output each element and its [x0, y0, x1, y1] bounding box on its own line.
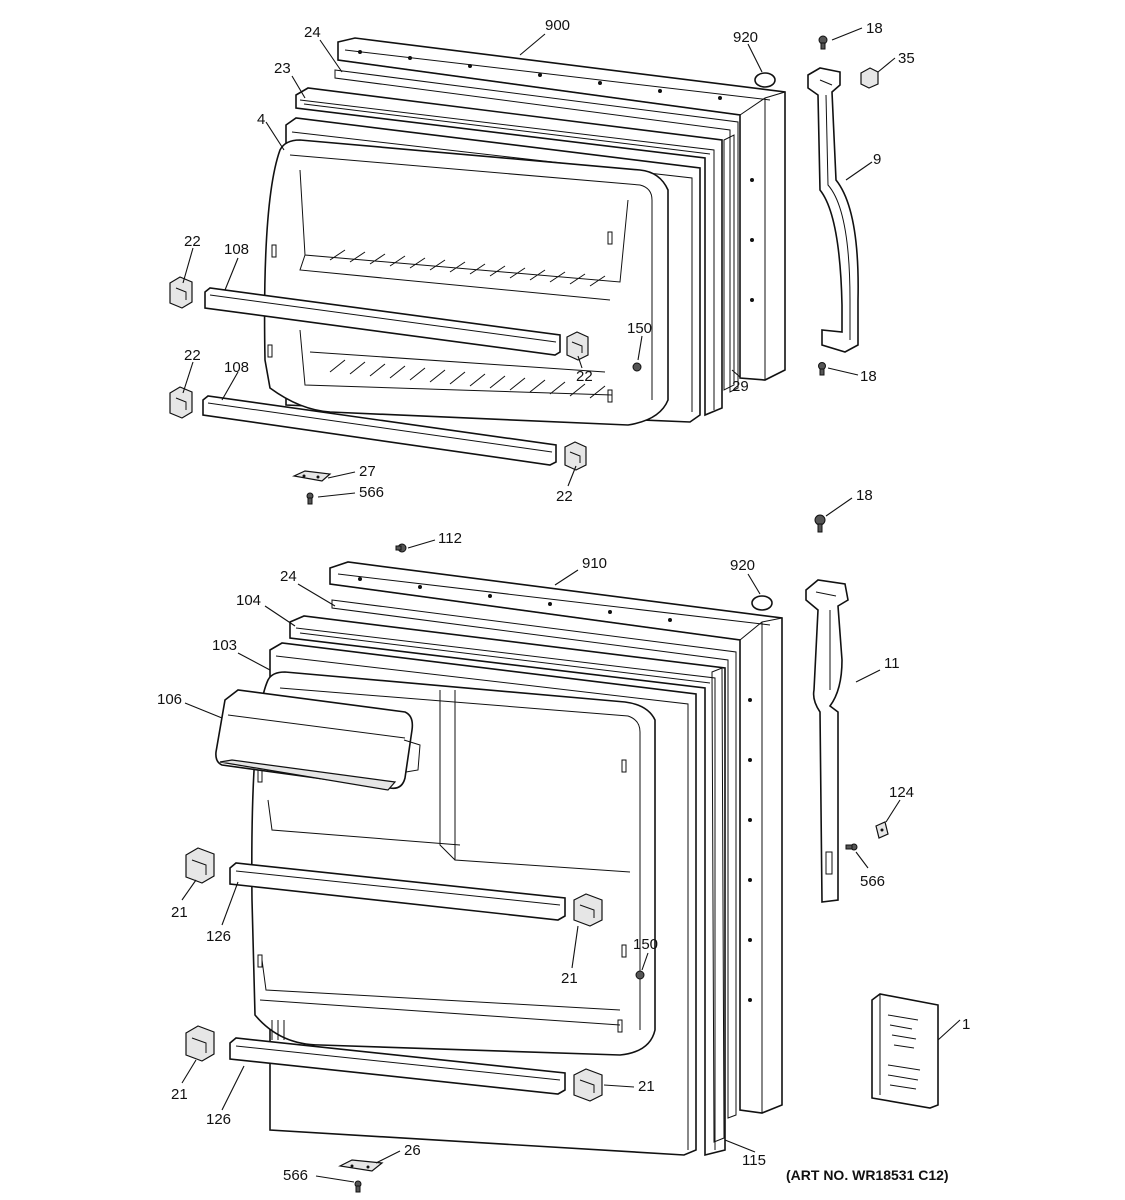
fresh-food-door-handle-11 — [805, 579, 849, 903]
fresh-food-shelf-bar-lower — [229, 1037, 566, 1095]
fresh-food-door-gasket-104 — [289, 615, 726, 1157]
callout-labels: 900 24 920 18 35 23 4 9 22 108 150 22 22… — [157, 17, 970, 1184]
fresh-food-gasket-strip-115 — [711, 667, 725, 1143]
callout-1: 1 — [962, 1016, 970, 1033]
callout-910: 910 — [582, 555, 607, 572]
bar-end-cap-22-left-upper — [169, 276, 193, 309]
callout-103: 103 — [212, 637, 237, 654]
fresh-food-door-assembly — [185, 514, 939, 1193]
bar-end-cap-21-left-lower — [185, 1025, 215, 1062]
callout-126-lower: 126 — [206, 1111, 231, 1128]
callout-22-right-upper: 22 — [576, 368, 593, 385]
callout-566-lower: 566 — [283, 1167, 308, 1184]
callout-124: 124 — [889, 784, 914, 801]
bar-end-cap-21-left-upper — [185, 847, 215, 884]
hinge-plate-27 — [291, 470, 332, 482]
clip-124 — [875, 821, 889, 839]
callout-150-lower: 150 — [633, 936, 658, 953]
screw-150-upper — [632, 362, 642, 372]
callout-21-right-upper: 21 — [561, 970, 578, 987]
plug-920-upper — [754, 72, 776, 88]
callout-24-lower: 24 — [280, 568, 297, 585]
owners-manual-1 — [871, 993, 939, 1109]
freezer-door-shelves — [263, 139, 669, 426]
callout-21-left-upper: 21 — [171, 904, 188, 921]
callout-24-upper: 24 — [304, 24, 321, 41]
callout-18-lower: 18 — [856, 487, 873, 504]
bar-end-cap-22-right-upper — [566, 331, 589, 361]
freezer-shelf-bar-lower — [202, 395, 557, 466]
callout-115: 115 — [742, 1152, 766, 1169]
callout-22-left-upper: 22 — [184, 233, 201, 250]
callout-21-left-lower: 21 — [171, 1086, 188, 1103]
bar-end-cap-22-left-lower — [169, 386, 193, 419]
callout-900: 900 — [545, 17, 570, 34]
dairy-compartment-door-106 — [215, 689, 421, 791]
bar-end-cap-21-right-lower — [573, 1068, 603, 1102]
callout-35: 35 — [898, 50, 915, 67]
fresh-food-gasket-24 — [331, 599, 737, 1119]
callout-22-right-lower: 22 — [556, 488, 573, 505]
freezer-outer-door-panel — [337, 37, 786, 381]
leader-lines — [181, 27, 961, 1183]
callout-18-upper-bottom: 18 — [860, 368, 877, 385]
fresh-food-outer-door-panel — [329, 561, 783, 1114]
freezer-door-handle-9 — [807, 67, 859, 353]
freezer-gasket-strip-29 — [723, 134, 735, 391]
screw-18-lower — [814, 514, 826, 533]
fresh-food-shelf-bar-upper — [229, 862, 566, 921]
bar-end-cap-22-right-lower — [564, 441, 587, 471]
handle-cap-35 — [860, 67, 879, 89]
screw-566-handle — [845, 843, 858, 851]
callout-126-upper: 126 — [206, 928, 231, 945]
callout-566-upper: 566 — [359, 484, 384, 501]
screw-566-upper — [306, 492, 314, 505]
freezer-shelf-bar-upper — [204, 287, 561, 356]
callout-9: 9 — [873, 151, 881, 168]
art-number: (ART NO. WR18531 C12) — [786, 1167, 949, 1183]
callout-18-top: 18 — [866, 20, 883, 37]
callout-108-upper: 108 — [224, 241, 249, 258]
callout-4: 4 — [257, 111, 265, 128]
screw-150-lower — [635, 970, 645, 980]
screw-112 — [395, 543, 407, 553]
callout-23: 23 — [274, 60, 291, 77]
callout-106: 106 — [157, 691, 182, 708]
plug-920-lower — [751, 595, 773, 611]
hinge-plate-26 — [338, 1159, 384, 1172]
callout-920-upper: 920 — [733, 29, 758, 46]
callout-27: 27 — [359, 463, 376, 480]
callout-112: 112 — [438, 530, 462, 547]
callout-11: 11 — [884, 655, 900, 672]
callout-920-lower: 920 — [730, 557, 755, 574]
callout-29: 29 — [732, 378, 749, 395]
freezer-door-gasket-23 — [295, 87, 723, 417]
callout-150-upper: 150 — [627, 320, 652, 337]
callout-26: 26 — [404, 1142, 421, 1159]
freezer-gasket-24 — [334, 69, 739, 393]
callout-108-lower: 108 — [224, 359, 249, 376]
screw-18-upper-top — [818, 35, 828, 50]
callout-566-handle: 566 — [860, 873, 885, 890]
callout-22-left-lower: 22 — [184, 347, 201, 364]
callout-104: 104 — [236, 592, 261, 609]
callout-21-right-lower: 21 — [638, 1078, 655, 1095]
bar-end-cap-21-right-upper — [573, 893, 603, 927]
screw-18-upper-bottom — [818, 362, 826, 376]
screw-566-lower — [354, 1180, 362, 1193]
freezer-door-assembly — [169, 35, 879, 505]
